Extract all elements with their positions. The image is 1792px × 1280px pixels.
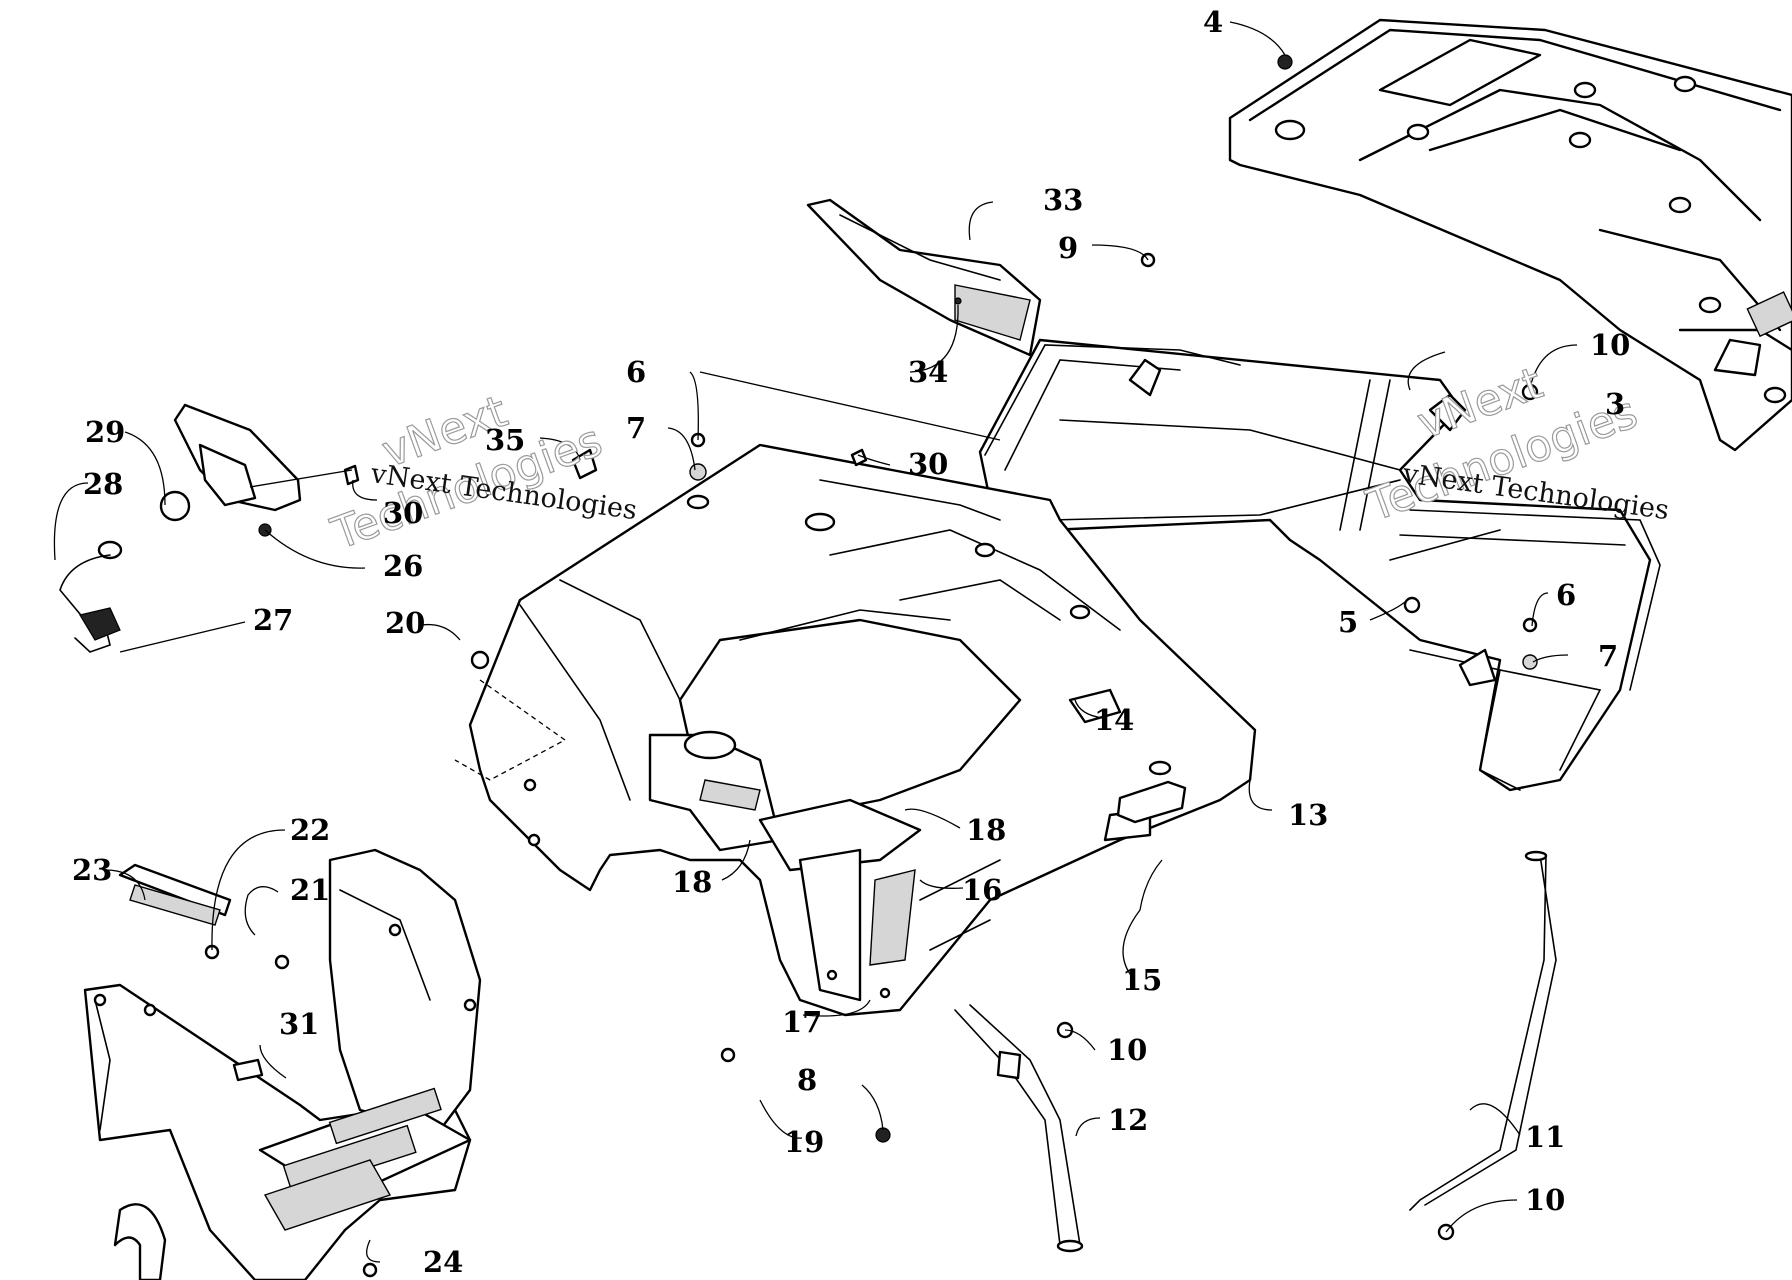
callout-30b: 30: [908, 447, 948, 481]
callout-29: 29: [85, 415, 125, 449]
callout-labels: 3 4 5 6 6 7 7 8 9 10 10 10 11 12 13 14 1…: [72, 5, 1630, 1279]
callout-8: 8: [797, 1063, 817, 1097]
callout-28: 28: [83, 467, 123, 501]
callout-5: 5: [1338, 605, 1358, 639]
support-leg: [954, 1004, 1084, 1253]
callout-6b: 6: [1556, 578, 1576, 612]
callout-30a: 30: [383, 496, 423, 530]
callout-22: 22: [290, 813, 330, 847]
callout-7a: 7: [626, 411, 646, 445]
watermark-left: vNext Technologies: [324, 385, 609, 560]
rear-fender: [468, 443, 1257, 1017]
callout-15: 15: [1122, 963, 1162, 997]
callout-24: 24: [423, 1245, 463, 1279]
mudflap: [806, 198, 1042, 357]
callout-31: 31: [279, 1007, 319, 1041]
callout-12: 12: [1108, 1103, 1148, 1137]
callout-19: 19: [784, 1125, 824, 1159]
callout-23: 23: [72, 853, 112, 887]
callout-27: 27: [253, 603, 293, 637]
callout-17: 17: [782, 1005, 822, 1039]
alignment-guide: [454, 679, 567, 781]
footwell: [83, 848, 482, 1280]
callout-4: 4: [1203, 5, 1223, 39]
callout-7b: 7: [1598, 639, 1618, 673]
callout-10a: 10: [1590, 328, 1630, 362]
rear-rack-upper: [1228, 18, 1792, 452]
callout-33: 33: [1043, 183, 1083, 217]
support-rod: [1409, 850, 1557, 1211]
callout-16: 16: [962, 873, 1002, 907]
tube-rack: [978, 338, 1661, 792]
reflector: [1116, 780, 1187, 824]
callout-3: 3: [1605, 387, 1625, 421]
callout-6a: 6: [626, 355, 646, 389]
callout-34: 34: [908, 355, 948, 389]
callout-13: 13: [1288, 798, 1328, 832]
callout-18a: 18: [672, 865, 712, 899]
callout-21: 21: [290, 873, 330, 907]
callout-18b: 18: [966, 813, 1006, 847]
callout-35: 35: [485, 423, 525, 457]
callout-14: 14: [1094, 703, 1134, 737]
callout-10b: 10: [1107, 1033, 1147, 1067]
callout-9: 9: [1058, 231, 1078, 265]
callout-26: 26: [383, 549, 423, 583]
leader-lines: [53, 21, 1578, 1263]
callout-10c: 10: [1525, 1183, 1565, 1217]
callout-20: 20: [385, 606, 425, 640]
callout-11: 11: [1525, 1120, 1565, 1154]
